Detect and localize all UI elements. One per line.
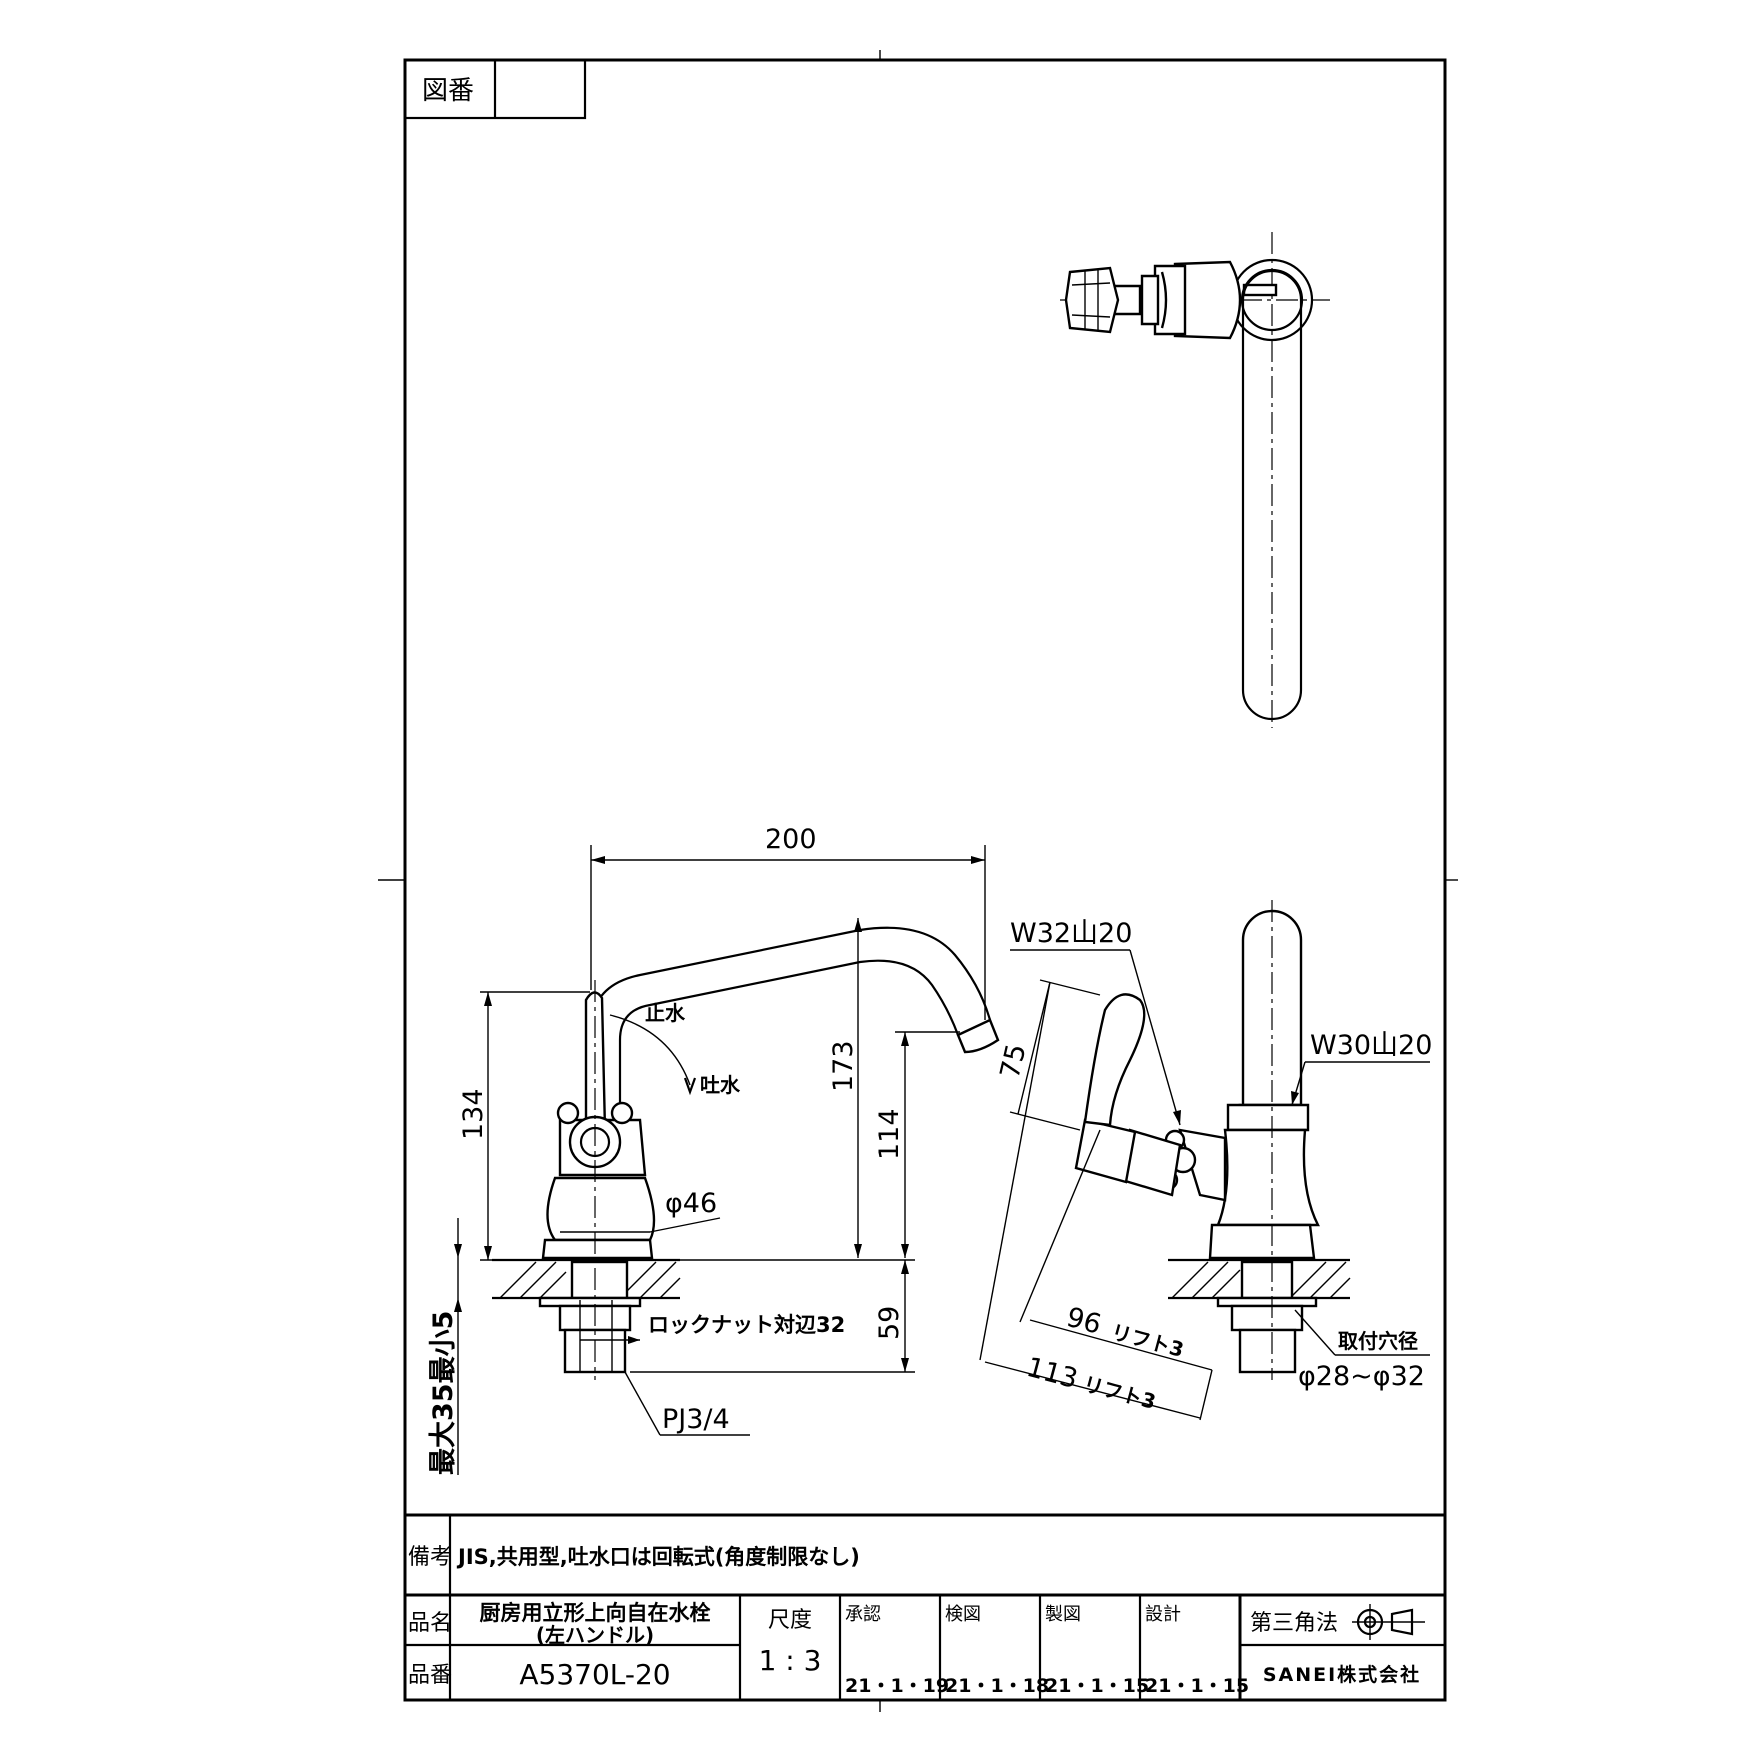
top-view bbox=[1060, 232, 1330, 728]
dim-locknut: ロックナット対辺32 bbox=[648, 1313, 845, 1337]
dim-96-lift: リフト3 bbox=[1109, 1320, 1187, 1362]
dim-59: 59 bbox=[874, 1306, 905, 1340]
dim-113-lift: リフト3 bbox=[1081, 1372, 1159, 1414]
scale-value: 1 : 3 bbox=[759, 1644, 822, 1677]
product-name-line1: 厨房用立形上向自在水栓 bbox=[480, 1601, 711, 1625]
remarks-text: JIS,共用型,吐水口は回転式(角度制限なし) bbox=[456, 1545, 860, 1569]
dim-113: 113 bbox=[1023, 1352, 1081, 1395]
drafting-label: 製図 bbox=[1045, 1604, 1081, 1625]
product-name-label: 品名 bbox=[408, 1611, 452, 1636]
dim-w32: W32山20 bbox=[1010, 918, 1132, 949]
approval-label: 承認 bbox=[845, 1604, 881, 1625]
design-label: 設計 bbox=[1145, 1604, 1181, 1625]
design-date: 21・1・15 bbox=[1145, 1675, 1249, 1697]
dim-75: 75 bbox=[995, 1041, 1033, 1081]
drafting-date: 21・1・15 bbox=[1045, 1675, 1149, 1697]
check-label: 検図 bbox=[945, 1604, 981, 1625]
dim-w30: W30山20 bbox=[1310, 1030, 1432, 1061]
product-no-label: 品番 bbox=[408, 1663, 452, 1688]
product-name-line2: (左ハンドル) bbox=[536, 1623, 654, 1647]
label-spout-water: 吐水 bbox=[700, 1073, 741, 1097]
product-no: A5370L-20 bbox=[519, 1658, 670, 1691]
dim-max-min: 最大35最小5 bbox=[428, 1311, 459, 1475]
side-view bbox=[1074, 900, 1351, 1380]
scale-label: 尺度 bbox=[768, 1608, 812, 1633]
dim-pj: PJ3/4 bbox=[662, 1404, 730, 1435]
label-stop-water: 止水 bbox=[645, 1001, 686, 1025]
sheet-frame: 図番 bbox=[378, 50, 1458, 1712]
approval-date: 21・1・19 bbox=[845, 1675, 949, 1697]
front-dimensions: 200 134 173 114 59 φ46 ロックナット対辺32 PJ3 bbox=[428, 824, 986, 1475]
dim-hole-label: 取付穴径 bbox=[1338, 1329, 1418, 1353]
dim-134: 134 bbox=[458, 1088, 489, 1140]
third-angle-projection-icon bbox=[1352, 1604, 1425, 1640]
front-view bbox=[492, 926, 1000, 1380]
dim-hole-value: φ28~φ32 bbox=[1298, 1361, 1425, 1392]
dim-173: 173 bbox=[828, 1040, 859, 1092]
dim-200: 200 bbox=[765, 824, 817, 855]
dim-phi46: φ46 bbox=[665, 1188, 717, 1219]
projection-label: 第三角法 bbox=[1250, 1611, 1338, 1636]
drawing-no-label: 図番 bbox=[422, 76, 474, 106]
dim-96: 96 bbox=[1063, 1302, 1104, 1341]
dim-114: 114 bbox=[874, 1108, 905, 1160]
title-block: 備考 JIS,共用型,吐水口は回転式(角度制限なし) 品名 厨房用立形上向自在水… bbox=[405, 1513, 1445, 1700]
check-date: 21・1・18 bbox=[945, 1675, 1049, 1697]
remarks-label: 備考 bbox=[408, 1545, 452, 1570]
company-name: SANEI株式会社 bbox=[1263, 1663, 1421, 1686]
